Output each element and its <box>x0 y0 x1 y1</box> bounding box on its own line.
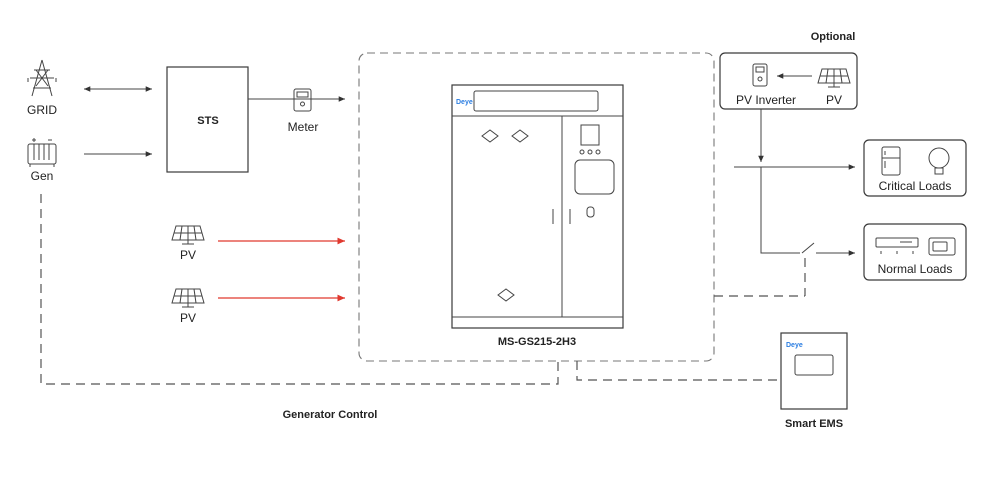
pv-inverter-label: PV Inverter <box>736 93 796 107</box>
critical-loads-label: Critical Loads <box>879 179 952 193</box>
generator-icon <box>27 138 57 167</box>
pv-panel-icon <box>171 225 205 245</box>
meter-icon <box>293 88 312 112</box>
normal-loads-line <box>760 167 800 254</box>
cabinet-model-label: MS-GS215-2H3 <box>498 336 576 348</box>
solar-panel-icon <box>817 68 851 88</box>
pv-panel-icon <box>171 288 205 308</box>
sts-label: STS <box>197 115 218 127</box>
cabinet-logo: Deye <box>456 99 473 106</box>
ems-link-line <box>576 361 781 381</box>
cabinet-zone <box>358 52 715 362</box>
battery-cabinet-icon <box>451 84 624 329</box>
ems-logo: Deye <box>786 342 803 349</box>
normal-loads-box <box>863 223 967 281</box>
pv-inverter-icon <box>752 63 768 87</box>
normal-loads-label: Normal Loads <box>878 262 953 276</box>
air-conditioner-icon <box>875 237 919 254</box>
switch-icon <box>801 242 815 254</box>
critical-loads-box <box>863 139 967 197</box>
sts-box <box>166 66 249 173</box>
appliance-icon <box>928 237 956 256</box>
grid-tower-icon <box>27 59 57 97</box>
pv-optional-label: PV <box>826 93 842 107</box>
pv1-label: PV <box>180 248 196 262</box>
smart-ems-label: Smart EMS <box>785 418 843 430</box>
refrigerator-icon <box>881 146 901 176</box>
generator-control-label: Generator Control <box>283 409 378 421</box>
ems-device-icon <box>780 332 848 410</box>
grid-label: GRID <box>27 103 57 117</box>
gen-label: Gen <box>31 169 54 183</box>
optional-label: Optional <box>811 31 856 43</box>
pv2-label: PV <box>180 311 196 325</box>
meter-label: Meter <box>288 120 319 134</box>
generator-control-line <box>40 194 559 385</box>
optional-box <box>719 52 858 110</box>
light-bulb-icon <box>928 147 950 175</box>
